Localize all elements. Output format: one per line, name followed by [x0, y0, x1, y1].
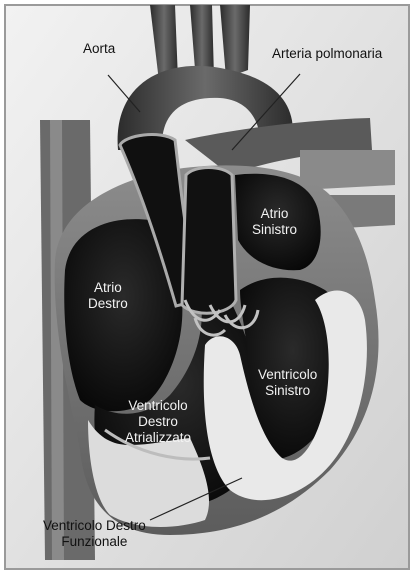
label-atrio-destro: Atrio Destro: [88, 280, 128, 312]
pulmonary-trunk: [182, 168, 236, 314]
label-aorta: Aorta: [83, 41, 115, 57]
label-ventricolo-destro-atrializzato: Ventricolo Destro Atrializzato: [125, 398, 191, 446]
label-ventricolo-sinistro: Ventricolo Sinistro: [258, 367, 317, 399]
label-arteria-polmonaria: Arteria polmonaria: [272, 46, 382, 62]
label-atrio-sinistro: Atrio Sinistro: [252, 206, 297, 238]
label-ventricolo-destro-funzionale: Ventricolo Destro Funzionale: [43, 518, 146, 550]
